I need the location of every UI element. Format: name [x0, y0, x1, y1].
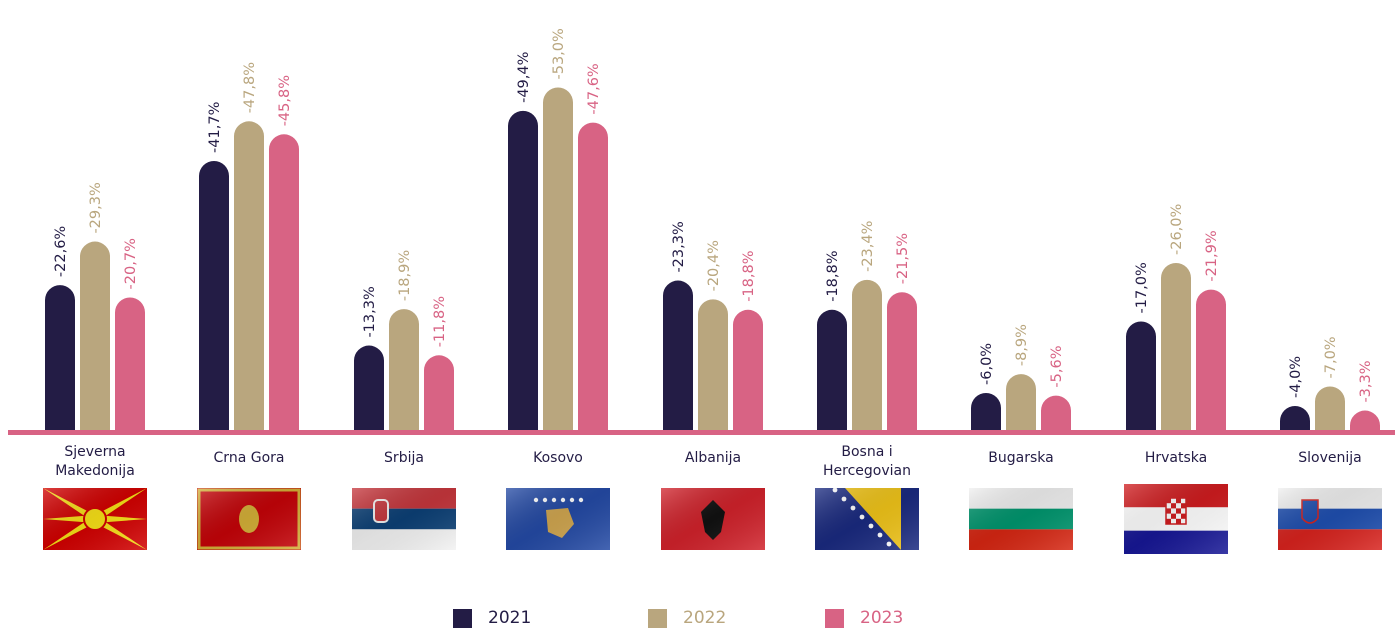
- bar-2021-4: [663, 280, 693, 432]
- bar-2022-7: [1161, 263, 1191, 432]
- bar-2023-1: [269, 134, 299, 433]
- category-label-3: Kosovo: [533, 450, 583, 466]
- legend-swatch-2023: [825, 608, 844, 628]
- croatia-flag-icon: [1124, 484, 1228, 554]
- category-label-7: Hrvatska: [1145, 450, 1207, 466]
- bosnia-herzegovina-flag-icon: [815, 487, 919, 550]
- bar-2022-3: [543, 87, 573, 432]
- montenegro-flag-icon: [197, 488, 301, 550]
- category-label-4: Albanija: [685, 450, 741, 466]
- category-label-1: Crna Gora: [214, 450, 285, 466]
- legend-item-2023: 2023: [825, 608, 903, 628]
- bar-2022-8: [1315, 386, 1345, 432]
- data-label-2021-8: -4,0%: [1288, 356, 1304, 398]
- data-label-2021-4: -23,3%: [671, 221, 687, 272]
- data-label-2022-3: -53,0%: [551, 28, 567, 79]
- albania-flag-icon: [661, 488, 765, 550]
- north-macedonia-flag-icon: [43, 488, 147, 550]
- data-label-2023-8: -3,3%: [1358, 360, 1374, 402]
- data-label-2021-0: -22,6%: [53, 226, 69, 277]
- data-label-2021-5: -18,8%: [825, 251, 841, 302]
- bar-2021-1: [199, 160, 229, 432]
- bar-2021-7: [1126, 321, 1156, 432]
- bar-2023-2: [424, 355, 454, 432]
- data-label-2022-2: -18,9%: [397, 250, 413, 301]
- legend-label-2021: 2021: [488, 608, 532, 628]
- bar-2023-7: [1196, 289, 1226, 432]
- bar-2021-3: [508, 110, 538, 433]
- serbia-flag-icon: [352, 488, 456, 550]
- data-label-2022-5: -23,4%: [860, 221, 876, 272]
- data-label-2022-6: -8,9%: [1014, 324, 1030, 366]
- bar-2023-6: [1041, 395, 1071, 432]
- bulgaria-flag-icon: [969, 488, 1073, 550]
- bar-2022-4: [698, 299, 728, 432]
- data-label-2023-4: -18,8%: [741, 251, 757, 302]
- data-label-2021-6: -6,0%: [979, 343, 995, 385]
- legend-swatch-2021: [453, 608, 472, 628]
- data-label-2023-2: -11,8%: [432, 296, 448, 347]
- legend-swatch-2022: [648, 608, 667, 628]
- data-label-2022-1: -47,8%: [242, 62, 258, 113]
- data-label-2021-2: -13,3%: [362, 286, 378, 337]
- data-label-2023-5: -21,5%: [895, 233, 911, 284]
- legend: 2021 2022 2023: [0, 608, 1395, 632]
- category-label-6: Bugarska: [988, 450, 1053, 466]
- data-label-2023-3: -47,6%: [586, 63, 602, 114]
- data-label-2022-8: -7,0%: [1323, 336, 1339, 378]
- bar-2021-0: [45, 285, 75, 432]
- bar-2021-2: [354, 345, 384, 432]
- data-label-2023-6: -5,6%: [1049, 346, 1065, 388]
- bar-2023-5: [887, 292, 917, 432]
- bar-2022-6: [1006, 374, 1036, 432]
- data-label-2023-0: -20,7%: [123, 238, 139, 289]
- category-label-8: Slovenija: [1298, 450, 1361, 466]
- bar-2021-6: [971, 393, 1001, 432]
- slovenia-flag-icon: [1278, 488, 1382, 550]
- bar-2021-5: [817, 309, 847, 432]
- data-label-2021-3: -49,4%: [516, 52, 532, 103]
- data-label-2021-1: -41,7%: [207, 102, 223, 153]
- bar-2023-4: [733, 309, 763, 432]
- category-label-2: Srbija: [384, 450, 424, 466]
- bar-2023-0: [115, 297, 145, 432]
- data-label-2023-7: -21,9%: [1204, 230, 1220, 281]
- bar-2022-2: [389, 309, 419, 432]
- bar-2022-5: [852, 279, 882, 432]
- bar-2023-8: [1350, 410, 1380, 432]
- baseline: [8, 430, 1395, 435]
- data-label-2022-0: -29,3%: [88, 182, 104, 233]
- legend-label-2022: 2022: [683, 608, 727, 628]
- bar-2022-0: [80, 241, 110, 432]
- kosovo-flag-icon: [506, 488, 610, 550]
- bar-2021-8: [1280, 406, 1310, 432]
- data-label-2021-7: -17,0%: [1134, 262, 1150, 313]
- bar-2022-1: [234, 121, 264, 433]
- data-label-2022-4: -20,4%: [706, 240, 722, 291]
- data-label-2023-1: -45,8%: [277, 75, 293, 126]
- legend-item-2021: 2021: [453, 608, 531, 628]
- bar-2023-3: [578, 122, 608, 433]
- legend-item-2022: 2022: [648, 608, 726, 628]
- data-label-2022-7: -26,0%: [1169, 204, 1185, 255]
- legend-label-2023: 2023: [860, 608, 904, 628]
